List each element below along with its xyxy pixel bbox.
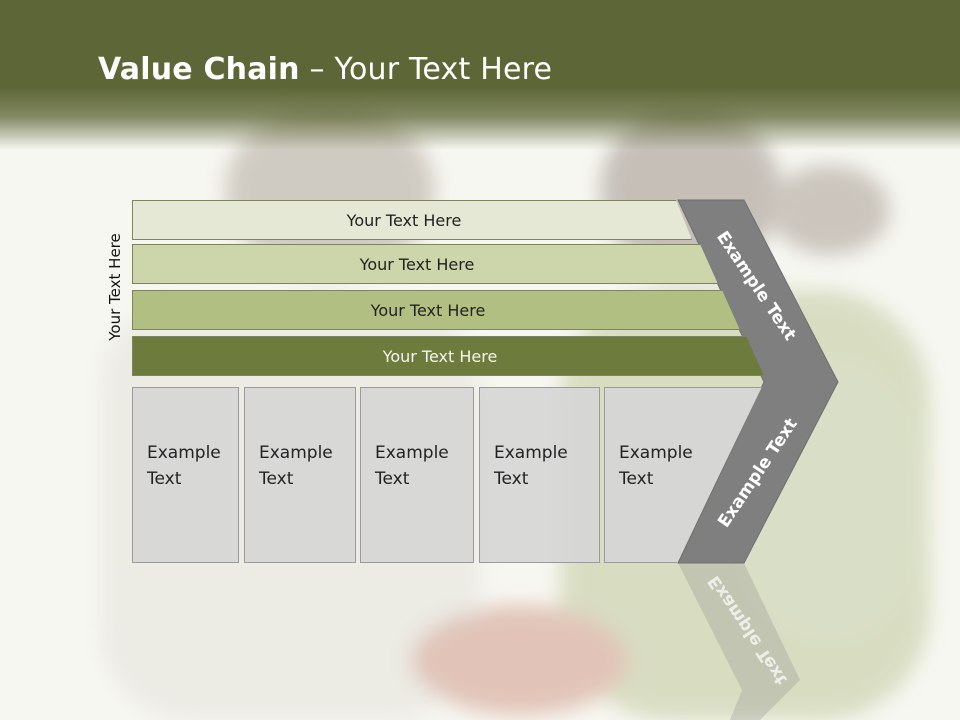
column-3-line1: Example: [375, 443, 449, 463]
band-4: Your Text Here: [132, 336, 764, 376]
vertical-side-label: Your Text Here: [106, 233, 124, 341]
column-1: Example Text: [132, 387, 239, 563]
column-4: Example Text: [479, 387, 600, 563]
band-1-label: Your Text Here: [346, 210, 462, 230]
band-2-label: Your Text Here: [359, 254, 475, 274]
column-1-line2: Text: [147, 469, 182, 489]
band-3: Your Text Here: [132, 290, 740, 330]
column-5-line2: Text: [619, 469, 654, 489]
title-rest: Your Text Here: [334, 52, 553, 87]
slide-title: Value Chain – Your Text Here: [98, 52, 552, 87]
columns-reflection: Example Text Example Text Example Text E…: [0, 563, 960, 720]
title-separator: –: [299, 52, 335, 87]
column-2-line1: Example: [259, 443, 333, 463]
band-1: Your Text Here: [132, 200, 692, 240]
column-3-line2: Text: [375, 469, 410, 489]
title-bold: Value Chain: [98, 52, 300, 87]
column-3: Example Text: [360, 387, 474, 563]
column-2: Example Text: [244, 387, 356, 563]
column-1-line1: Example: [147, 443, 221, 463]
band-3-label: Your Text Here: [370, 300, 486, 320]
column-4-line2: Text: [494, 469, 529, 489]
band-2: Your Text Here: [132, 244, 718, 284]
band-4-label: Your Text Here: [382, 346, 498, 366]
column-5-line1: Example: [619, 443, 693, 463]
column-4-line1: Example: [494, 443, 568, 463]
column-2-line2: Text: [259, 469, 294, 489]
title-bar: [0, 0, 960, 150]
